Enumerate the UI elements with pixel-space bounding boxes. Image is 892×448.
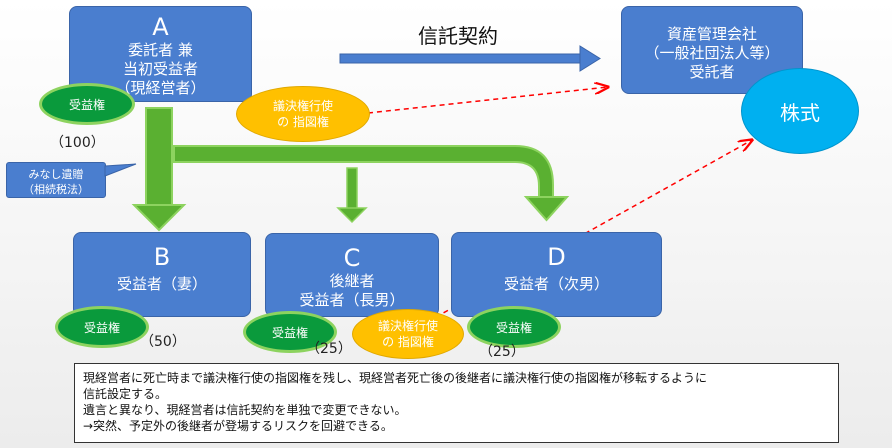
callout-pointer (104, 163, 137, 177)
box-d-line1: 受益者（次男） (503, 275, 609, 293)
beneficial-right-oval-d: 受益権 (467, 306, 561, 348)
box-c-line1: 後継者 (329, 272, 375, 290)
trust-contract-label: 信託契約 (418, 24, 498, 48)
callout-line1: みなし遺贈 (28, 168, 84, 181)
stock-oval: 株式 (741, 68, 859, 154)
voting-instruction-line2: の 指図権 (382, 335, 434, 349)
box-a-line1: 委託者 兼 (128, 41, 193, 59)
beneficial-right-label: 受益権 (495, 320, 532, 335)
instruction-arrow-a (367, 87, 608, 114)
arrow-to-c (336, 167, 368, 224)
trustee-line2: （一般社団法人等） (644, 44, 780, 62)
beneficial-right-oval-a: 受益権 (39, 83, 135, 125)
voting-instruction-oval-c: 議決権行使 の 指図権 (352, 309, 464, 359)
note-line4: →突然、予定外の後継者が登場するリスクを回避できる。 (83, 419, 393, 433)
beneficial-right-label: 受益権 (271, 325, 308, 340)
stock-label: 株式 (780, 100, 820, 125)
note-line1: 現経営者に死亡時まで議決権行使の指図権を残し、現経営者死亡後の後継者に議決権行使… (83, 371, 708, 385)
trustee-line3: 受託者 (689, 63, 735, 81)
share-a: （100） (50, 135, 105, 151)
box-b-letter: B (153, 243, 171, 271)
share-b: （50） (140, 334, 186, 350)
box-c-line2: 受益者（長男） (299, 291, 405, 309)
box-b-line1: 受益者（妻） (116, 275, 207, 293)
box-beneficiary-c: C 後継者 受益者（長男） (265, 233, 439, 317)
explanation-note: 現経営者に死亡時まで議決権行使の指図権を残し、現経営者死亡後の後継者に議決権行使… (74, 363, 839, 443)
callout-line2: （相続税法） (23, 183, 89, 196)
voting-instruction-line2: の 指図権 (277, 115, 329, 129)
beneficial-right-oval-c: 受益権 (243, 311, 337, 353)
box-a-line2: 当初受益者 (122, 60, 198, 78)
beneficial-right-label: 受益権 (68, 97, 105, 112)
trustee-line1: 資産管理会社 (666, 25, 757, 43)
note-line2: 信託設定する。 (83, 387, 168, 401)
share-d: （25） (479, 344, 525, 360)
share-c: （25） (306, 341, 352, 357)
arrow-branch-c-d (173, 145, 570, 222)
box-a-letter: A (152, 13, 169, 41)
beneficial-right-oval-b: 受益権 (55, 306, 149, 348)
beneficial-right-label: 受益権 (83, 320, 120, 335)
box-beneficiary-b: B 受益者（妻） (73, 232, 251, 317)
box-beneficiary-d: D 受益者（次男） (451, 232, 662, 317)
trust-contract-arrow (339, 45, 601, 72)
arrow-a-to-b (131, 107, 187, 232)
voting-instruction-line1: 議決権行使 (272, 99, 333, 113)
voting-instruction-line1: 議決権行使 (377, 319, 438, 333)
box-d-letter: D (547, 243, 566, 271)
note-line3: 遺言と異なり、現経営者は信託契約を単独で変更できない。 (83, 403, 407, 417)
deemed-bequest-callout: みなし遺贈 （相続税法） (6, 162, 106, 198)
box-a-line3: （現経営者） (115, 79, 206, 97)
box-c-letter: C (343, 244, 361, 272)
voting-instruction-oval-a: 議決権行使 の 指図権 (236, 86, 370, 142)
